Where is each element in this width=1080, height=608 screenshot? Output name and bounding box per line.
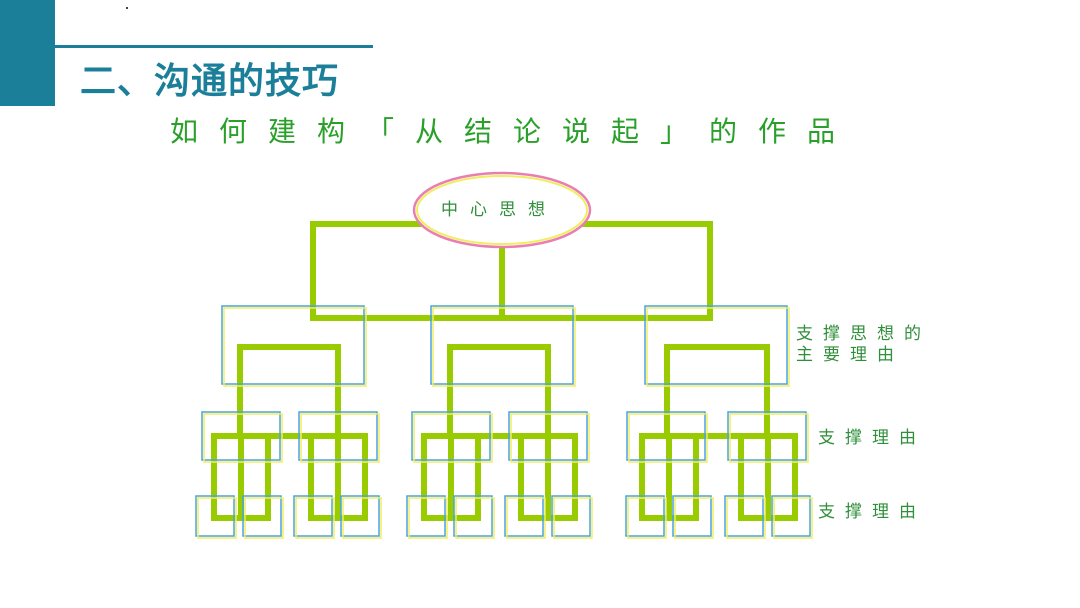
- level3-boxes: [195, 495, 813, 539]
- level2-label: 支撑理由: [818, 428, 926, 448]
- level1-label-line2: 主要理由: [796, 345, 904, 365]
- accent-side-bar: [0, 0, 55, 106]
- decorative-dot: [126, 7, 128, 9]
- header-rule: [55, 45, 373, 48]
- central-idea-label: 中心思想: [441, 200, 557, 220]
- central-idea-oval: [412, 171, 592, 249]
- level2-boxes: [201, 411, 809, 463]
- level3-label: 支撑理由: [818, 502, 926, 522]
- level1-boxes: [221, 305, 790, 387]
- slide-subtitle: 如何建构「从结论说起」的作品: [170, 115, 857, 148]
- section-title: 二、沟通的技巧: [80, 61, 340, 102]
- connector-lines: [211, 221, 798, 521]
- level1-label-line1: 支撑思想的: [796, 324, 931, 344]
